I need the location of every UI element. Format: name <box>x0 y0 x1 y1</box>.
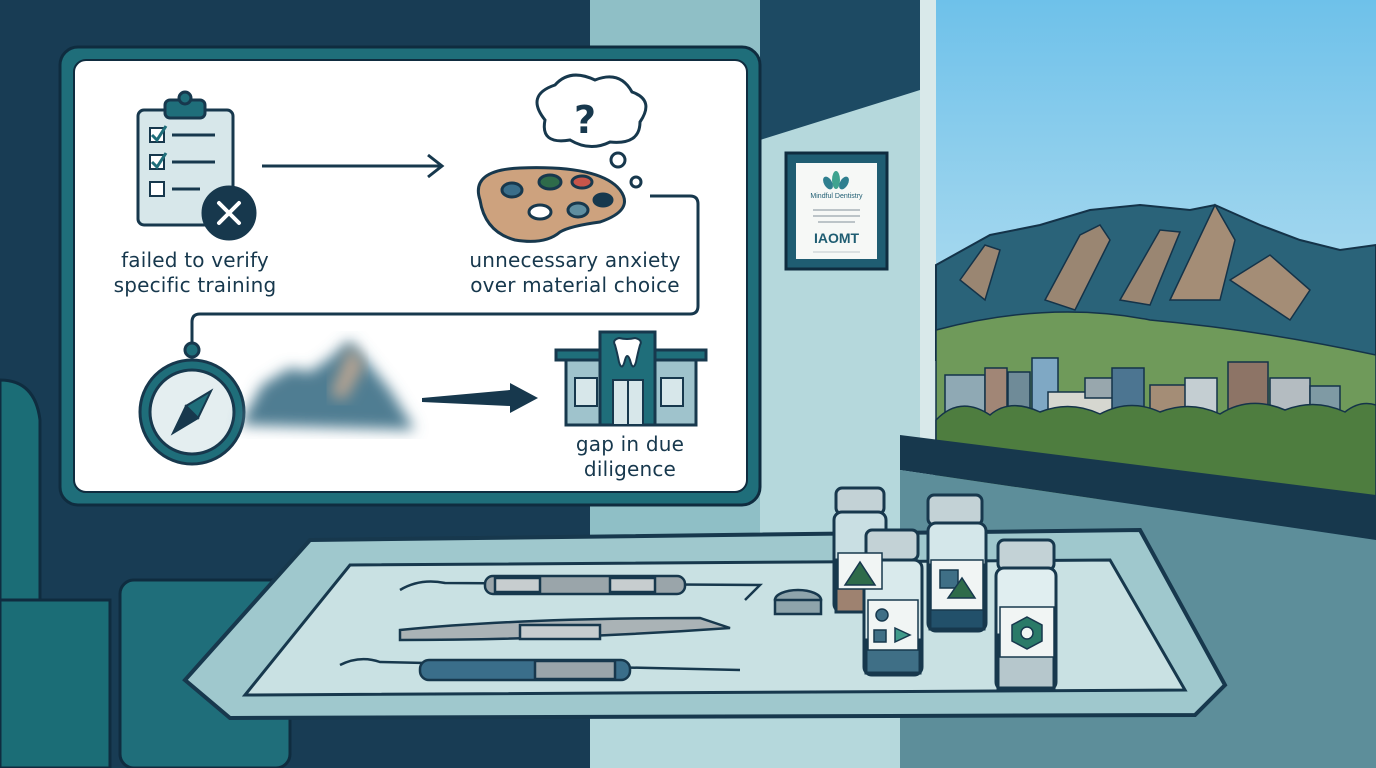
flatiron-5 <box>958 244 1001 302</box>
step1-caption-line1: failed to verify <box>121 248 269 272</box>
flatiron-4 <box>1228 254 1311 322</box>
arrow-1-head <box>427 153 445 179</box>
flatiron-3 <box>1168 203 1236 301</box>
connector-line <box>190 194 700 345</box>
step3-caption-line1: gap in due <box>575 432 685 456</box>
window-frame-left <box>920 0 936 440</box>
window-ledge <box>900 435 1376 540</box>
arrow-2 <box>422 383 538 413</box>
shapes-icon <box>873 608 912 644</box>
lotus-logo-icon <box>823 171 849 190</box>
triangle-icon <box>843 560 877 586</box>
dental-instruments <box>339 574 763 682</box>
svg-text:?: ? <box>574 98 596 142</box>
wall-top-shadow <box>760 0 920 140</box>
certificate-title: Mindful Dentistry <box>810 193 863 200</box>
step1-caption: failed to verify specific training <box>90 248 300 298</box>
paint-palette-thought-icon: ? <box>477 73 648 243</box>
flatiron-2 <box>1118 229 1182 306</box>
square-icon <box>939 569 959 589</box>
compass-icon <box>138 341 246 466</box>
step3-caption-line2: diligence <box>583 457 677 481</box>
blurred-mountain-icon <box>240 340 415 430</box>
dental-chair-seat <box>0 598 112 768</box>
step1-caption-line2: specific training <box>113 273 277 297</box>
step3-caption: gap in due diligence <box>540 432 720 482</box>
clipboard-checklist-x-icon <box>136 90 257 241</box>
step2-caption-line2: over material choice <box>470 273 680 297</box>
dental-clinic-building-icon <box>554 330 708 427</box>
small-cup-body <box>773 598 823 616</box>
triangle-icon-2 <box>946 576 977 599</box>
certificate-org: IAOMT <box>813 230 860 246</box>
step2-caption: unnecessary anxiety over material choice <box>455 248 695 298</box>
step2-caption-line1: unnecessary anxiety <box>469 248 681 272</box>
flatiron-1 <box>1043 224 1111 311</box>
